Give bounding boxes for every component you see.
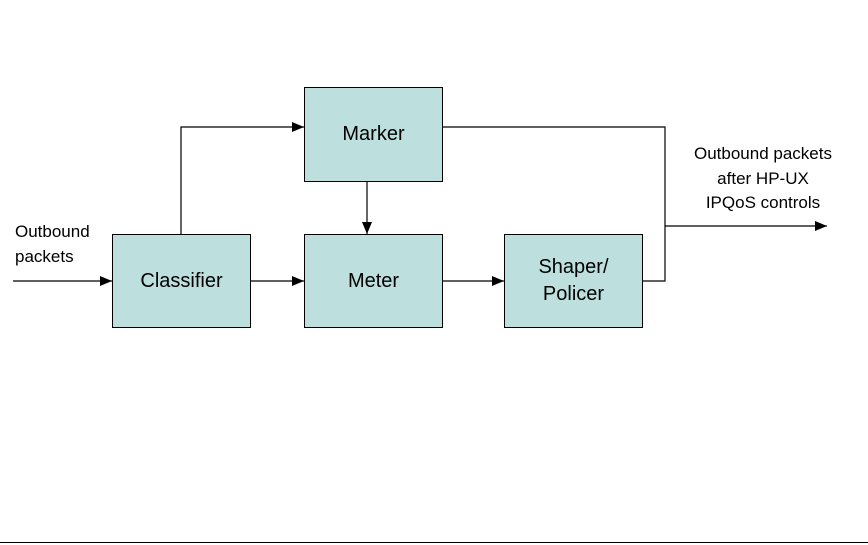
input-label: Outbound packets — [15, 222, 90, 266]
shaper-to-output-line — [642, 226, 666, 282]
marker-label: Marker — [342, 123, 405, 145]
meter-label: Meter — [347, 269, 400, 292]
classifier-to-marker-arrow — [180, 122, 304, 234]
output-label: Outbound packets after HP-UX IPQoS contr… — [694, 144, 832, 212]
bottom-divider — [0, 542, 868, 543]
marker-block: Marker — [304, 87, 443, 182]
shaper-policer-block: Shaper/ Policer — [504, 234, 643, 328]
classifier-label: Classifier — [140, 269, 223, 292]
meter-block: Meter — [304, 234, 443, 328]
shaper-policer-label: Shaper/ Policer — [538, 256, 609, 305]
marker-to-output-line — [442, 126, 666, 226]
classifier-block: Classifier — [112, 234, 251, 328]
